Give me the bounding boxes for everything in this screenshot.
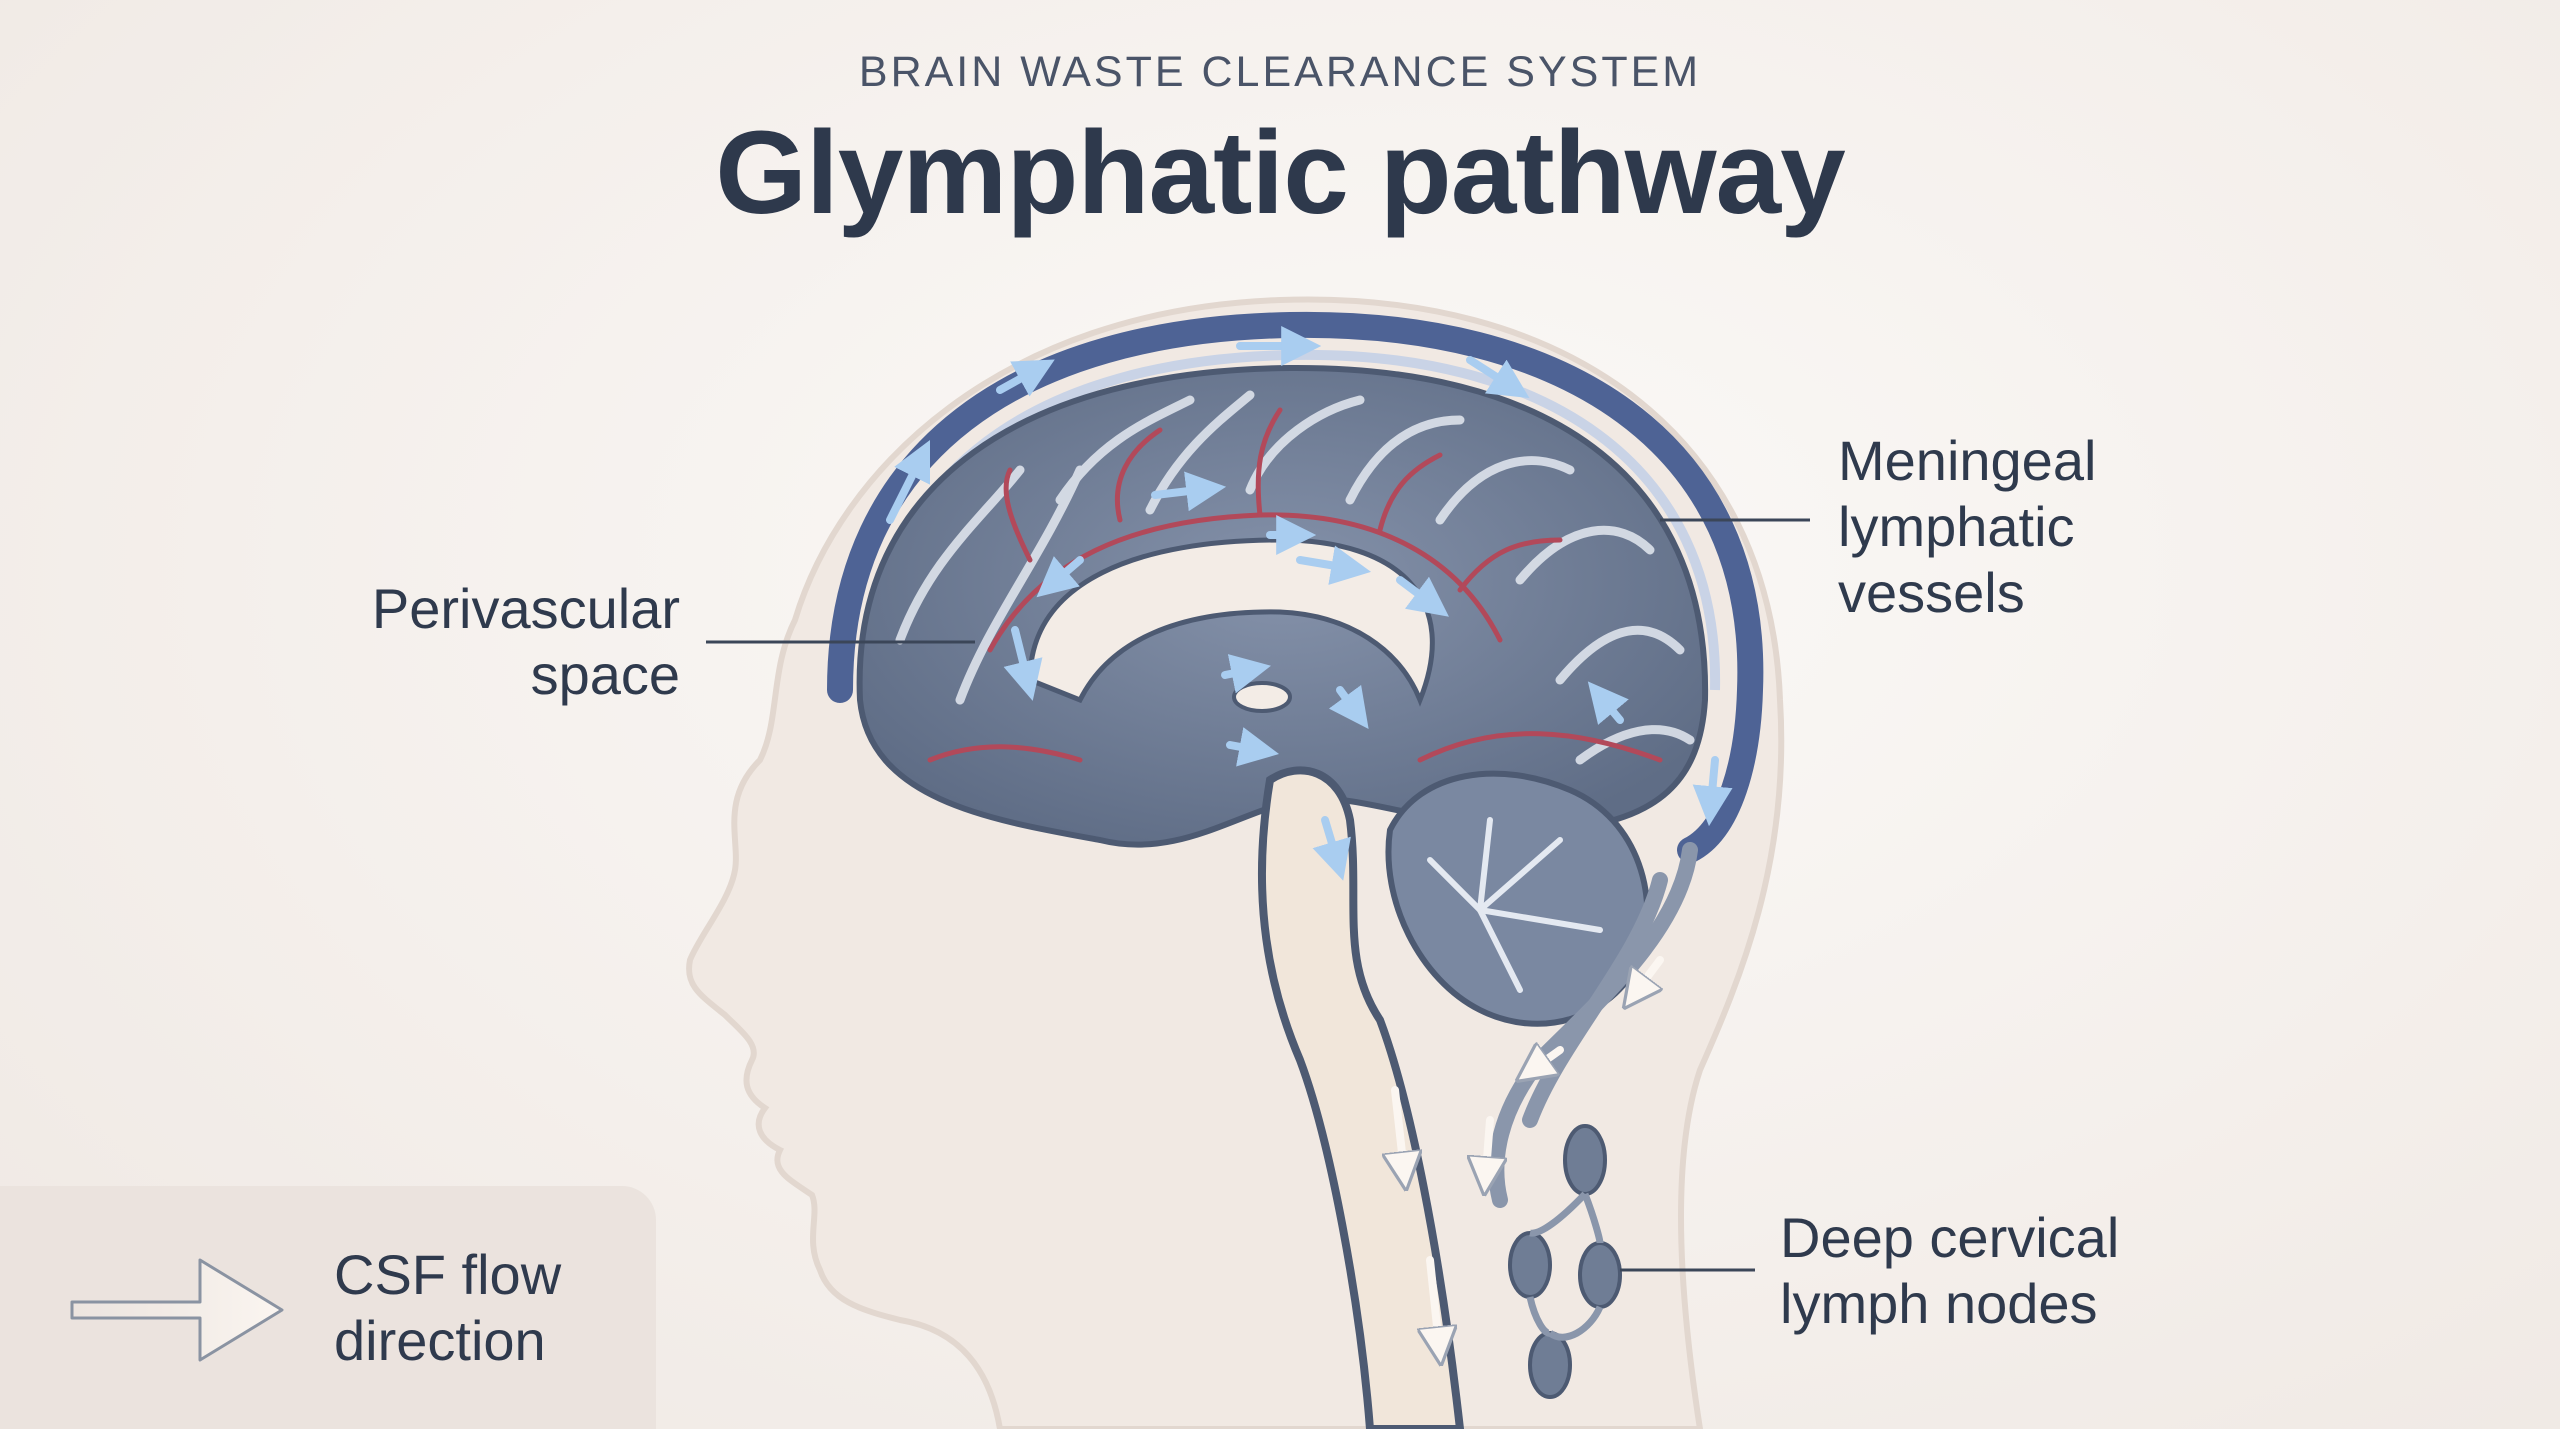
csf-arrow (1312, 816, 1351, 881)
meningeal-vessel-band (827, 311, 1764, 863)
csf-arrow (886, 439, 931, 524)
csf-arrow (1430, 1256, 1440, 1355)
csf-arrow (1525, 1050, 1564, 1075)
label-perivascular-space: Perivascular space (371, 577, 680, 706)
csf-arrow (1630, 956, 1664, 1000)
csf-arrow (1396, 576, 1449, 617)
csf-arrow (1466, 356, 1530, 399)
ventricle (1232, 681, 1292, 713)
csf-arrow (1151, 471, 1227, 512)
csf-arrow (1221, 654, 1271, 694)
label-meningeal-lymphatic-vessels: Meningeal lymphatic vessels (1838, 429, 2097, 624)
csf-arrow (996, 359, 1055, 397)
csf-arrow (1395, 1086, 1405, 1180)
brainstem (1257, 766, 1465, 1429)
label-deep-cervical-lymph-nodes: Deep cervical lymph nodes (1780, 1206, 2120, 1335)
csf-arrow (1485, 1116, 1490, 1185)
csf-arrow (1296, 545, 1372, 585)
lymph-node (1563, 1124, 1607, 1196)
lymph-node (1508, 1231, 1552, 1299)
diagram-kicker: BRAIN WASTE CLEARANCE SYSTEM (858, 48, 1702, 96)
legend (0, 1186, 656, 1429)
csf-flow-arrows-spinal (1395, 956, 1664, 1355)
cerebellum-branches (1427, 817, 1603, 993)
csf-arrow (1587, 681, 1629, 725)
csf-arrow (1003, 626, 1043, 701)
csf-arrow (1226, 727, 1280, 767)
lymph-node (1528, 1331, 1572, 1399)
csf-arrow (1036, 556, 1084, 598)
arrow-right-icon (70, 1258, 284, 1362)
diagram-title: Glymphatic pathway (715, 107, 1846, 239)
csf-arrow (1692, 756, 1733, 827)
legend-label: CSF flow direction (334, 1243, 562, 1372)
lymph-node (1578, 1241, 1622, 1309)
csf-flow-arrows (886, 326, 1733, 881)
csf-arrow (1328, 684, 1369, 730)
